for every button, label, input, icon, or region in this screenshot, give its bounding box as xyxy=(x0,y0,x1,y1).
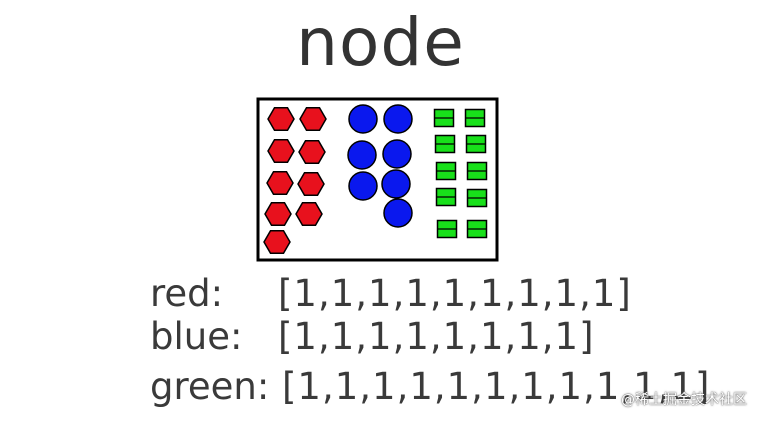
blue-circle xyxy=(381,169,411,199)
red-hexagon xyxy=(266,170,294,196)
blue-array-row: blue: [1,1,1,1,1,1,1,1] xyxy=(150,315,595,359)
green-square xyxy=(435,161,457,181)
red-hexagon xyxy=(299,106,327,132)
blue-circle xyxy=(383,198,413,228)
red-hexagon xyxy=(267,138,295,164)
red-hexagon xyxy=(298,139,326,165)
green-square xyxy=(466,161,488,181)
red-hexagon xyxy=(297,171,325,197)
red-hexagons-group xyxy=(263,106,327,255)
red-hexagon xyxy=(264,201,292,227)
green-square xyxy=(433,108,455,128)
green-square xyxy=(434,134,456,154)
green-squares-group xyxy=(433,108,488,239)
green-square xyxy=(466,219,488,239)
red-hexagon xyxy=(263,229,291,255)
green-array: [1,1,1,1,1,1,1,1,1,1,1] xyxy=(282,365,711,408)
node-box xyxy=(256,97,499,262)
blue-circle xyxy=(347,140,377,170)
blue-circle xyxy=(382,139,412,169)
red-hexagon xyxy=(295,201,323,227)
green-square xyxy=(465,134,487,154)
red-array: [1,1,1,1,1,1,1,1,1] xyxy=(278,272,632,315)
red-hexagon xyxy=(267,106,295,132)
blue-circle xyxy=(348,171,378,201)
blue-circle xyxy=(383,104,413,134)
green-square xyxy=(435,187,457,207)
green-square xyxy=(466,188,488,208)
watermark: @稀土掘金技术社区 xyxy=(621,392,747,408)
blue-label: blue: xyxy=(150,315,243,358)
blue-array: [1,1,1,1,1,1,1,1] xyxy=(278,315,595,358)
green-square xyxy=(436,219,458,239)
blue-circle xyxy=(348,104,378,134)
green-label: green: xyxy=(150,365,270,408)
blue-circles-group xyxy=(347,104,413,228)
green-array-row: green: [1,1,1,1,1,1,1,1,1,1,1] xyxy=(150,365,710,409)
red-array-row: red: [1,1,1,1,1,1,1,1,1] xyxy=(150,272,632,316)
green-square xyxy=(464,108,486,128)
red-label: red: xyxy=(150,272,224,315)
page-title: node xyxy=(296,4,465,81)
